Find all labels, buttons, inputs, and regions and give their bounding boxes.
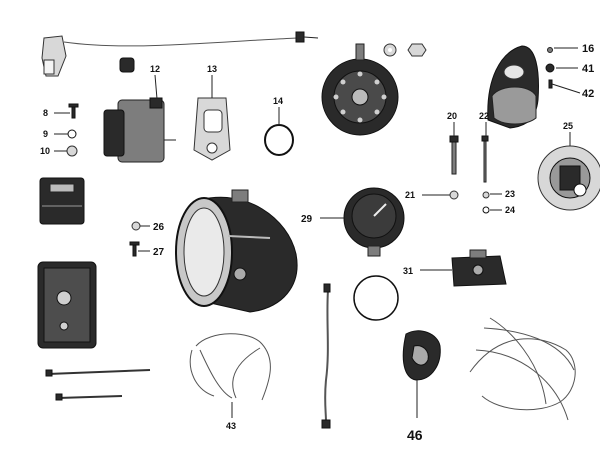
lens-gasket (353, 275, 399, 321)
callout-26: 26 (153, 222, 165, 233)
grommet (119, 57, 135, 73)
small-parts-21-23-24 (449, 190, 490, 214)
wire-bundle (469, 317, 576, 421)
battery (37, 261, 97, 349)
horn-washer-and-nut (383, 43, 427, 57)
callout-43: 43 (226, 421, 236, 431)
headlamp (175, 189, 298, 313)
callout-31: 31 (403, 266, 413, 276)
leader-lines (54, 47, 581, 418)
tail-lamp (487, 45, 539, 129)
nut-10 (66, 145, 78, 157)
callout-8: 8 (43, 108, 48, 118)
cable-pair (45, 369, 151, 401)
callout-22: 22 (479, 111, 489, 121)
screw-8 (68, 103, 79, 119)
callout-25: 25 (563, 121, 573, 131)
bolt-20 (449, 135, 459, 175)
bolt-27 (129, 241, 140, 257)
callout-27: 27 (153, 247, 165, 258)
callout-46: 46 (407, 427, 423, 443)
speedometer-mechanism (537, 145, 600, 211)
tail-lamp-small-parts (545, 47, 555, 89)
callout-21: 21 (405, 190, 415, 200)
callout-9: 9 (43, 129, 48, 139)
bolt-22 (481, 135, 489, 183)
callout-24: 24 (505, 205, 515, 215)
callout-16: 16 (582, 43, 594, 55)
mounting-gasket (193, 97, 231, 161)
speedometer-cable (321, 283, 331, 429)
washer-9 (67, 129, 77, 139)
callout-41: 41 (582, 63, 594, 75)
callout-29: 29 (301, 214, 313, 225)
spark-plug-cap-with-lead (41, 31, 319, 77)
callout-42: 42 (582, 88, 594, 100)
callout-20: 20 (447, 111, 457, 121)
callout-14: 14 (273, 96, 283, 106)
callout-23: 23 (505, 189, 515, 199)
callout-12: 12 (150, 64, 160, 74)
callout-labels: 12 13 14 8 9 10 16 41 42 20 22 25 21 23 … (40, 43, 594, 443)
seal-ring (264, 124, 294, 156)
voltage-regulator (103, 97, 176, 163)
horn (321, 43, 399, 136)
ignition-coil-46 (402, 330, 441, 381)
callout-13: 13 (207, 64, 217, 74)
switch-box (39, 177, 85, 225)
ignition-switch (451, 249, 507, 287)
callout-10: 10 (40, 146, 50, 156)
washer-26 (131, 221, 141, 231)
wiring-harness-43 (189, 333, 271, 401)
speedometer (343, 187, 405, 257)
